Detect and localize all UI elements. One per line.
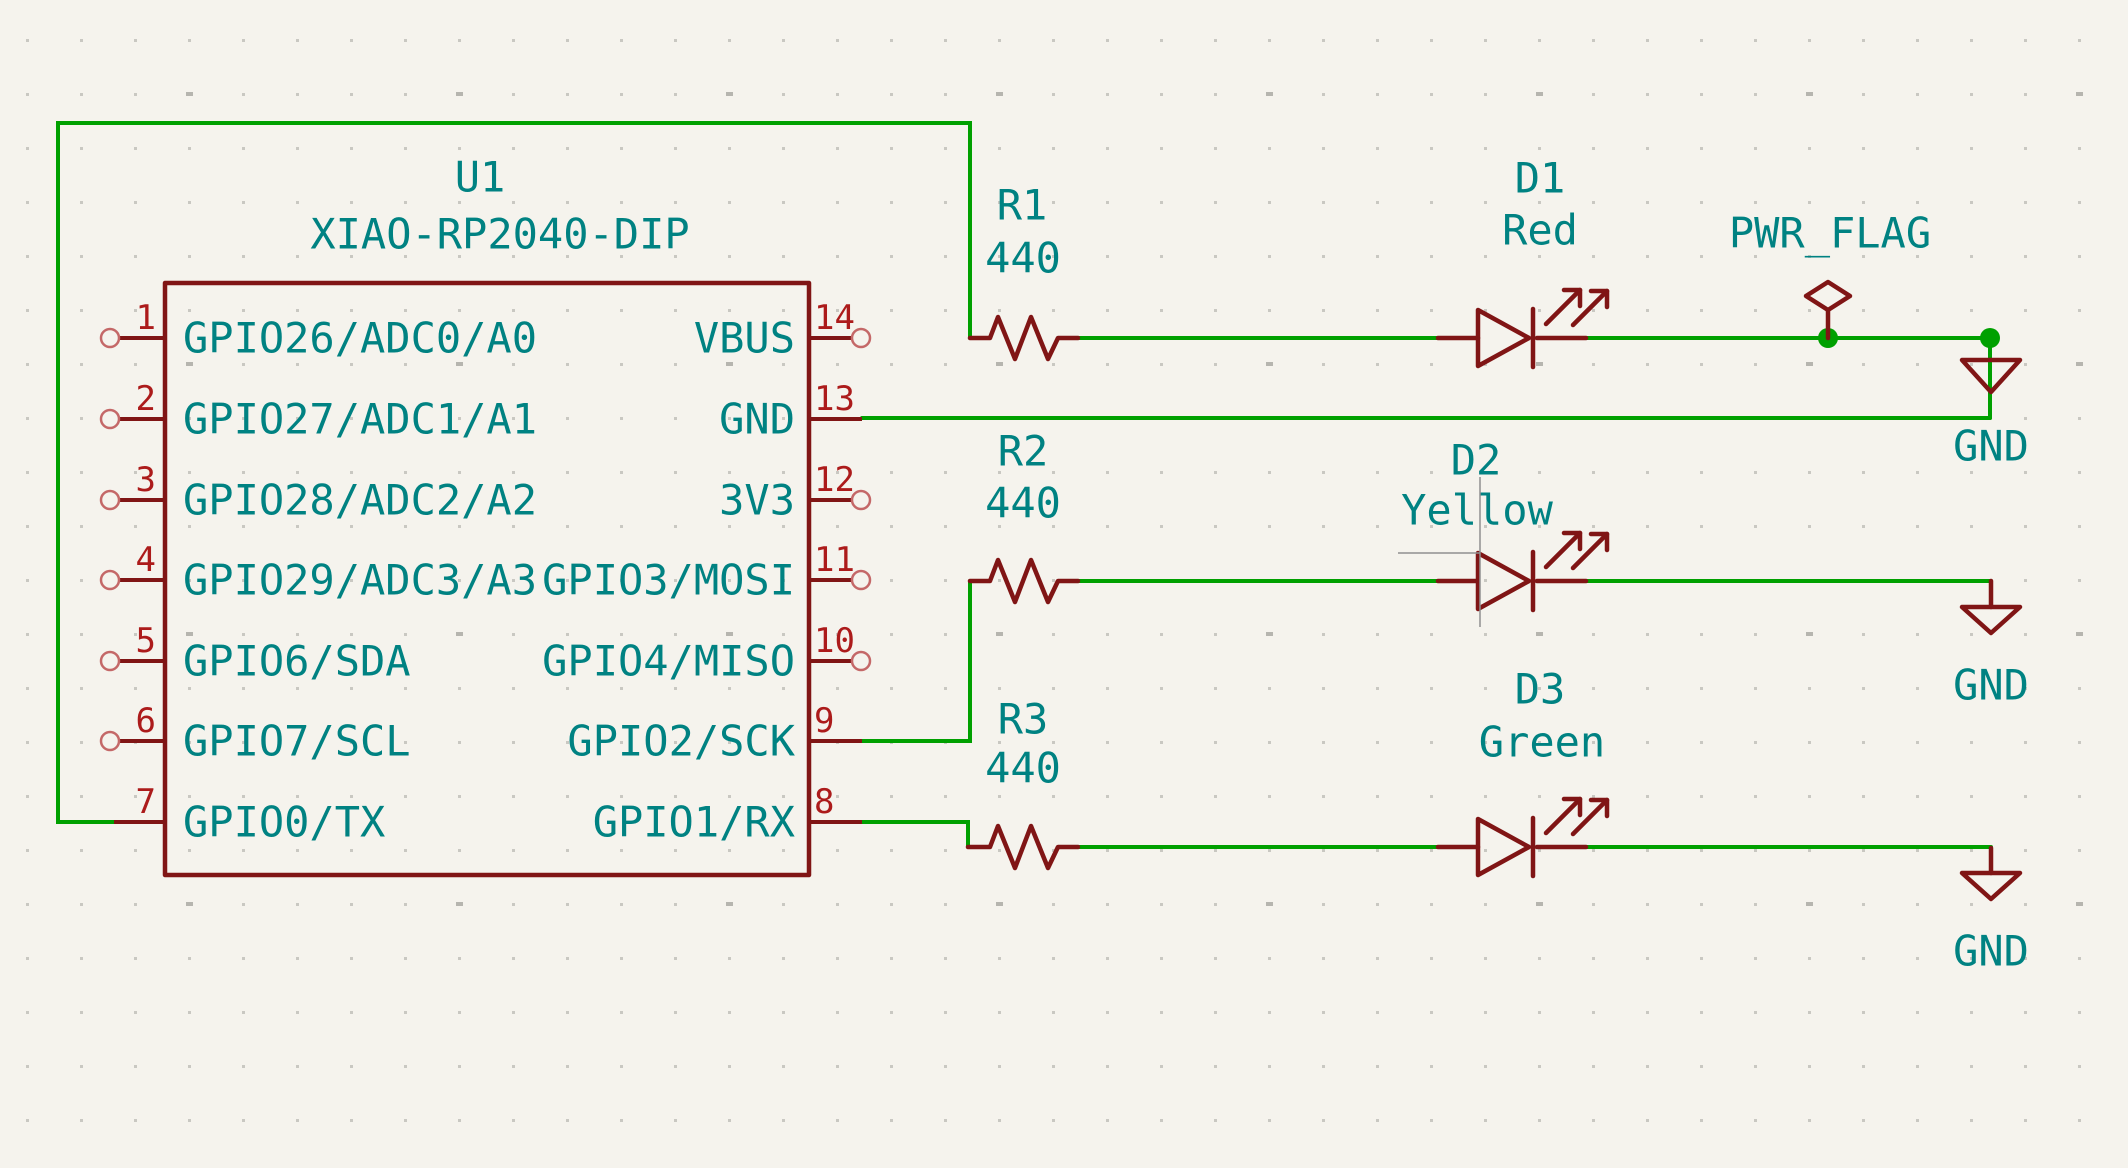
led-d2[interactable]: D2 Yellow xyxy=(1401,436,1610,613)
pin-number-12: 12 xyxy=(814,460,855,500)
u1-symbol[interactable]: U1 XIAO-RP2040-DIP 1 2 3 4 5 6 7 GPIO26/… xyxy=(99,153,872,878)
wire-pin9-to-r2[interactable] xyxy=(860,579,972,743)
resistor-r1[interactable]: R1 440 xyxy=(967,181,1081,362)
r2-value[interactable]: 440 xyxy=(985,479,1061,528)
pin-name-gpio0: GPIO0/TX xyxy=(183,798,385,847)
r1-value[interactable]: 440 xyxy=(985,234,1061,283)
led-emission-arrows-icon xyxy=(1543,796,1610,837)
pin-number-3: 3 xyxy=(136,460,156,500)
pin-name-3v3: 3V3 xyxy=(719,476,795,525)
pin-name-gpio2: GPIO2/SCK xyxy=(567,717,795,766)
pin-number-7: 7 xyxy=(136,782,156,822)
gnd-label-3[interactable]: GND xyxy=(1953,927,2029,976)
d1-reference[interactable]: D1 xyxy=(1515,154,1566,203)
pin-name-vbus: VBUS xyxy=(694,314,795,363)
cursor-crosshair xyxy=(1398,477,1481,627)
pin-1-open-circle xyxy=(99,327,121,349)
pin-11-open-circle xyxy=(850,569,872,591)
gnd-symbol-1[interactable]: GND xyxy=(1953,357,2029,471)
d1-value[interactable]: Red xyxy=(1502,206,1578,255)
pin-name-gpio28: GPIO28/ADC2/A2 xyxy=(183,476,537,525)
pin-name-gpio4: GPIO4/MISO xyxy=(542,637,795,686)
u1-reference[interactable]: U1 xyxy=(455,153,506,202)
led-emission-arrows-icon xyxy=(1543,287,1610,328)
pwr-flag-symbol[interactable]: PWR_FLAG xyxy=(1729,209,1931,341)
pin-10-open-circle xyxy=(850,650,872,672)
pin-number-2: 2 xyxy=(136,379,156,419)
junction-dot xyxy=(1980,328,2000,348)
pin-number-1: 1 xyxy=(136,298,156,338)
pin-number-10: 10 xyxy=(814,621,855,661)
pin-3-open-circle xyxy=(99,489,121,511)
r2-reference[interactable]: R2 xyxy=(998,427,1049,476)
pin-name-gnd: GND xyxy=(719,395,795,444)
led-emission-arrows-icon xyxy=(1543,530,1610,571)
pin-name-gpio26: GPIO26/ADC0/A0 xyxy=(183,314,537,363)
d3-value[interactable]: Green xyxy=(1479,718,1605,767)
u1-value[interactable]: XIAO-RP2040-DIP xyxy=(310,210,689,259)
pin-name-gpio6: GPIO6/SDA xyxy=(183,637,411,686)
pin-14-open-circle xyxy=(850,327,872,349)
r3-reference[interactable]: R3 xyxy=(998,695,1049,744)
pin-number-4: 4 xyxy=(136,540,156,580)
pin-number-13: 13 xyxy=(814,379,855,419)
pin-4-open-circle xyxy=(99,569,121,591)
gnd-label-2[interactable]: GND xyxy=(1953,661,2029,710)
pin-name-gpio1: GPIO1/RX xyxy=(593,798,795,847)
pin-number-5: 5 xyxy=(136,621,156,661)
pin-2-open-circle xyxy=(99,408,121,430)
gnd-symbol-3[interactable]: GND xyxy=(1953,845,2029,976)
pwr-flag-label[interactable]: PWR_FLAG xyxy=(1729,209,1931,258)
pin-name-gpio3: GPIO3/MOSI xyxy=(542,556,795,605)
pin-12-open-circle xyxy=(850,489,872,511)
r3-value[interactable]: 440 xyxy=(985,744,1061,793)
gnd-label-1[interactable]: GND xyxy=(1953,422,2029,471)
gnd-symbol-2[interactable]: GND xyxy=(1953,578,2029,710)
pin-number-8: 8 xyxy=(814,782,834,822)
d2-value[interactable]: Yellow xyxy=(1401,486,1553,535)
wire-gpio0-to-r1[interactable] xyxy=(56,121,972,824)
resistor-r2[interactable]: R2 440 xyxy=(967,427,1081,605)
d3-reference[interactable]: D3 xyxy=(1515,665,1566,714)
pin-number-6: 6 xyxy=(136,701,156,741)
pin-name-gpio29: GPIO29/ADC3/A3 xyxy=(183,556,537,605)
pin-number-14: 14 xyxy=(814,298,855,338)
pin-name-gpio27: GPIO27/ADC1/A1 xyxy=(183,395,537,444)
r1-reference[interactable]: R1 xyxy=(997,181,1048,230)
d2-reference[interactable]: D2 xyxy=(1451,436,1502,485)
wire-pin8-to-r3[interactable] xyxy=(860,820,970,849)
pin-name-gpio7: GPIO7/SCL xyxy=(183,717,411,766)
pin-number-9: 9 xyxy=(814,701,834,741)
led-d3[interactable]: D3 Green xyxy=(1435,665,1610,879)
resistor-r3[interactable]: R3 440 xyxy=(965,695,1081,871)
pin-number-11: 11 xyxy=(814,540,855,580)
led-d1[interactable]: D1 Red xyxy=(1435,154,1610,370)
pin-5-open-circle xyxy=(99,650,121,672)
pin-6-open-circle xyxy=(99,730,121,752)
